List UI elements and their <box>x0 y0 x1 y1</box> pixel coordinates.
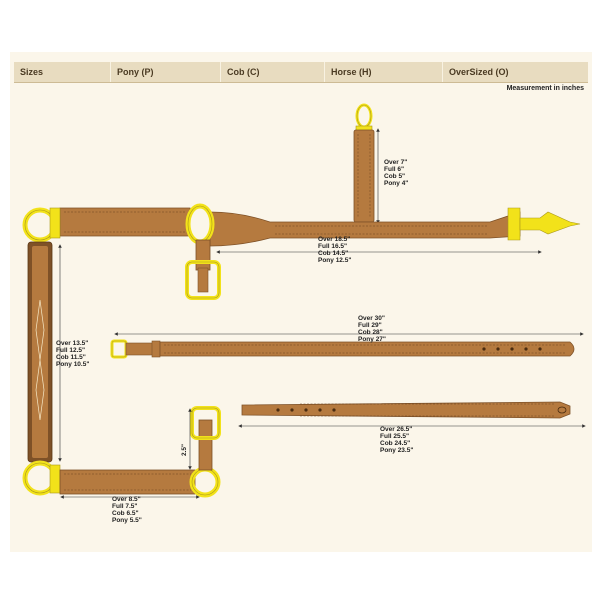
cheek-pony: Pony 10.5" <box>56 361 89 368</box>
ring-top-left <box>22 207 61 243</box>
bottom-piece <box>22 406 221 498</box>
junction-ring <box>185 203 215 245</box>
strap-full: Full 29" <box>358 322 382 329</box>
bottom-cob: Cob 6.5" <box>112 510 139 517</box>
bottom-over: Over 8.5" <box>112 496 141 503</box>
cheek-cob: Cob 11.5" <box>56 354 86 361</box>
cheek-over: Over 13.5" <box>56 340 88 347</box>
cheek-measure: Over 13.5" Full 12.5" Cob 11.5" Pony 10.… <box>56 340 89 368</box>
cheek-full: Full 12.5" <box>56 347 85 354</box>
bottom-full: Full 7.5" <box>112 503 137 510</box>
headpiece-pony: Pony 12.5" <box>318 257 351 264</box>
strap-over: Over 30" <box>358 315 385 322</box>
bottom-pony: Pony 5.5" <box>112 517 142 524</box>
headpiece <box>59 207 521 247</box>
bottom-measure: Over 8.5" Full 7.5" Cob 6.5" Pony 5.5" <box>112 496 142 524</box>
crown-full: Full 6" <box>384 166 404 173</box>
header-pony: Pony (P) <box>110 62 220 82</box>
noseband-strap <box>241 401 571 419</box>
snap-clip <box>507 207 581 241</box>
crown-over: Over 7" <box>384 159 407 166</box>
crown-pony: Pony 4" <box>384 180 408 187</box>
small-strap-measure: 2.5" <box>181 444 188 456</box>
noseband-pony: Pony 23.5" <box>380 447 413 454</box>
header-oversized: OverSized (O) <box>442 62 588 82</box>
header-horse: Horse (H) <box>324 62 442 82</box>
header-cob: Cob (C) <box>220 62 324 82</box>
headpiece-over: Over 18.5" <box>318 236 350 243</box>
noseband-cob: Cob 24.5" <box>380 440 410 447</box>
crown-cob: Cob 5" <box>384 173 405 180</box>
crown-piece <box>353 103 375 223</box>
strap-measure: Over 30" Full 29" Cob 28" Pony 27" <box>358 315 386 343</box>
chart-frame <box>10 52 592 552</box>
strap-pony: Pony 27" <box>358 336 386 343</box>
noseband-over: Over 26.5" <box>380 426 412 433</box>
headpiece-full: Full 16.5" <box>318 243 347 250</box>
measurement-note: Measurement in inches <box>506 85 584 92</box>
size-header-row: Sizes Pony (P) Cob (C) Horse (H) OverSiz… <box>14 62 588 83</box>
header-sizes: Sizes <box>20 67 44 77</box>
crown-measure: Over 7" Full 6" Cob 5" Pony 4" <box>384 159 408 187</box>
small-strap-length: 2.5" <box>181 444 188 456</box>
noseband-full: Full 25.5" <box>380 433 409 440</box>
cheek-buckle-strap <box>185 239 221 300</box>
long-strap <box>110 339 575 359</box>
headpiece-cob: Cob 14.5" <box>318 250 348 257</box>
noseband-measure: Over 26.5" Full 25.5" Cob 24.5" Pony 23.… <box>380 426 413 454</box>
headpiece-measure: Over 18.5" Full 16.5" Cob 14.5" Pony 12.… <box>318 236 351 264</box>
strap-cob: Cob 28" <box>358 329 383 336</box>
cheek-piece <box>27 241 53 463</box>
